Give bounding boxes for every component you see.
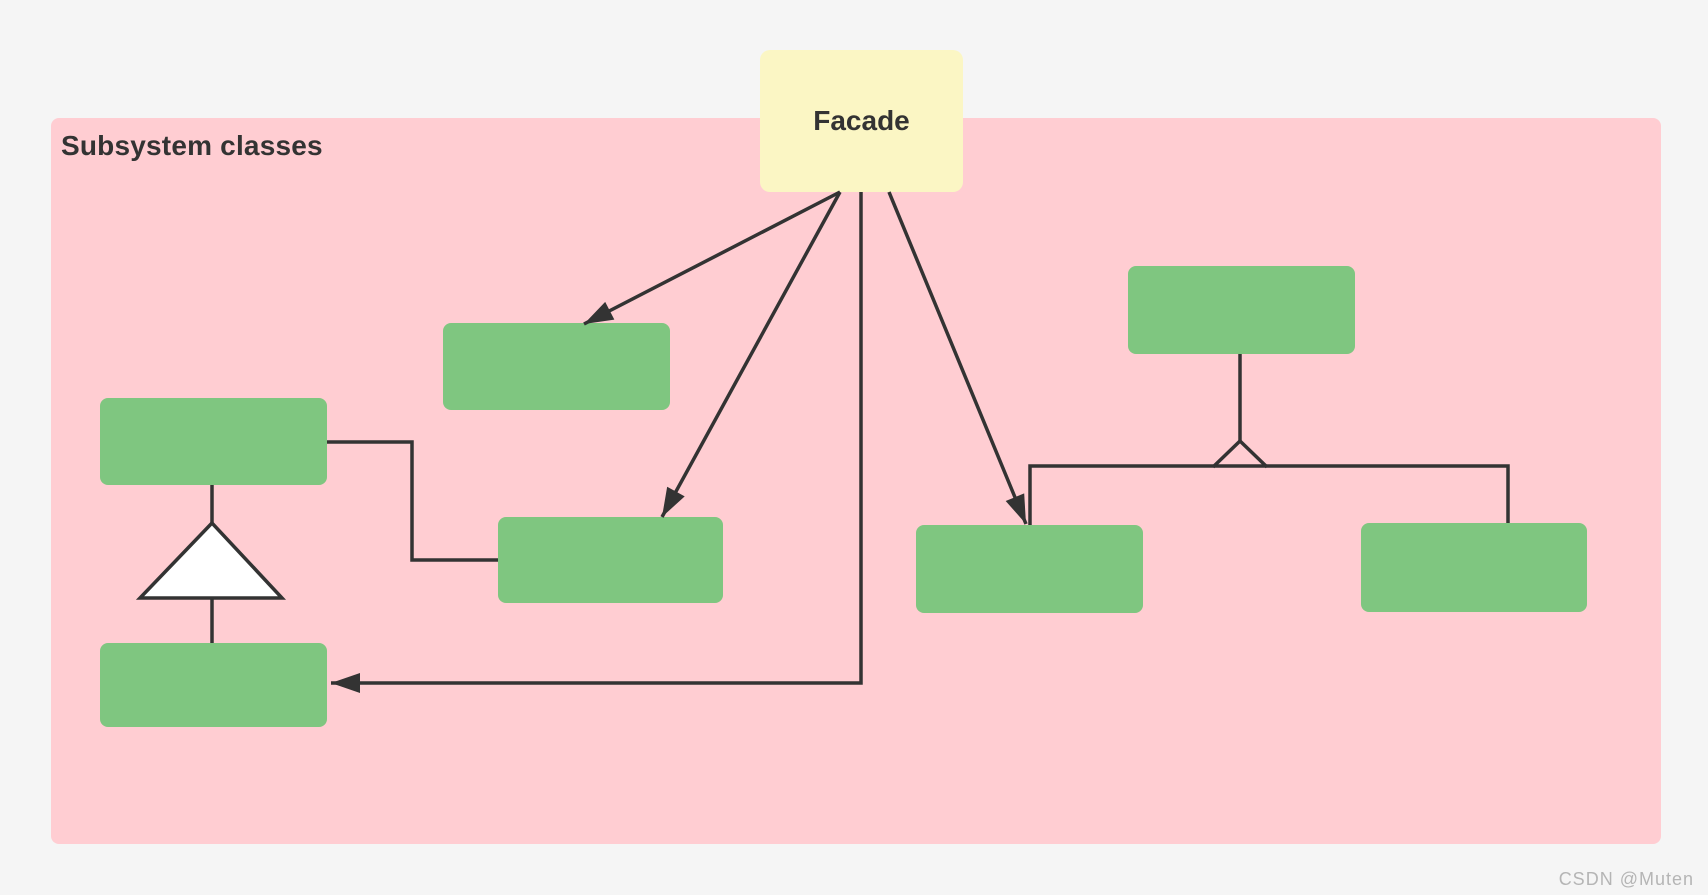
facade-node-label: Facade — [813, 105, 910, 136]
watermark-text: CSDN @Muten — [1558, 869, 1694, 889]
subsystem-node-left-bottom — [100, 643, 327, 727]
subsystem-node-middle — [498, 517, 723, 603]
subsystem-node-right-lower-left — [916, 525, 1143, 613]
subsystem-node-right-lower-right — [1361, 523, 1587, 612]
subsystem-node-left-top — [100, 398, 327, 485]
subsystem-container-label: Subsystem classes — [61, 130, 323, 161]
subsystem-node-upper-middle — [443, 323, 670, 410]
subsystem-node-right-top — [1128, 266, 1355, 354]
facade-node: Facade — [760, 50, 963, 192]
